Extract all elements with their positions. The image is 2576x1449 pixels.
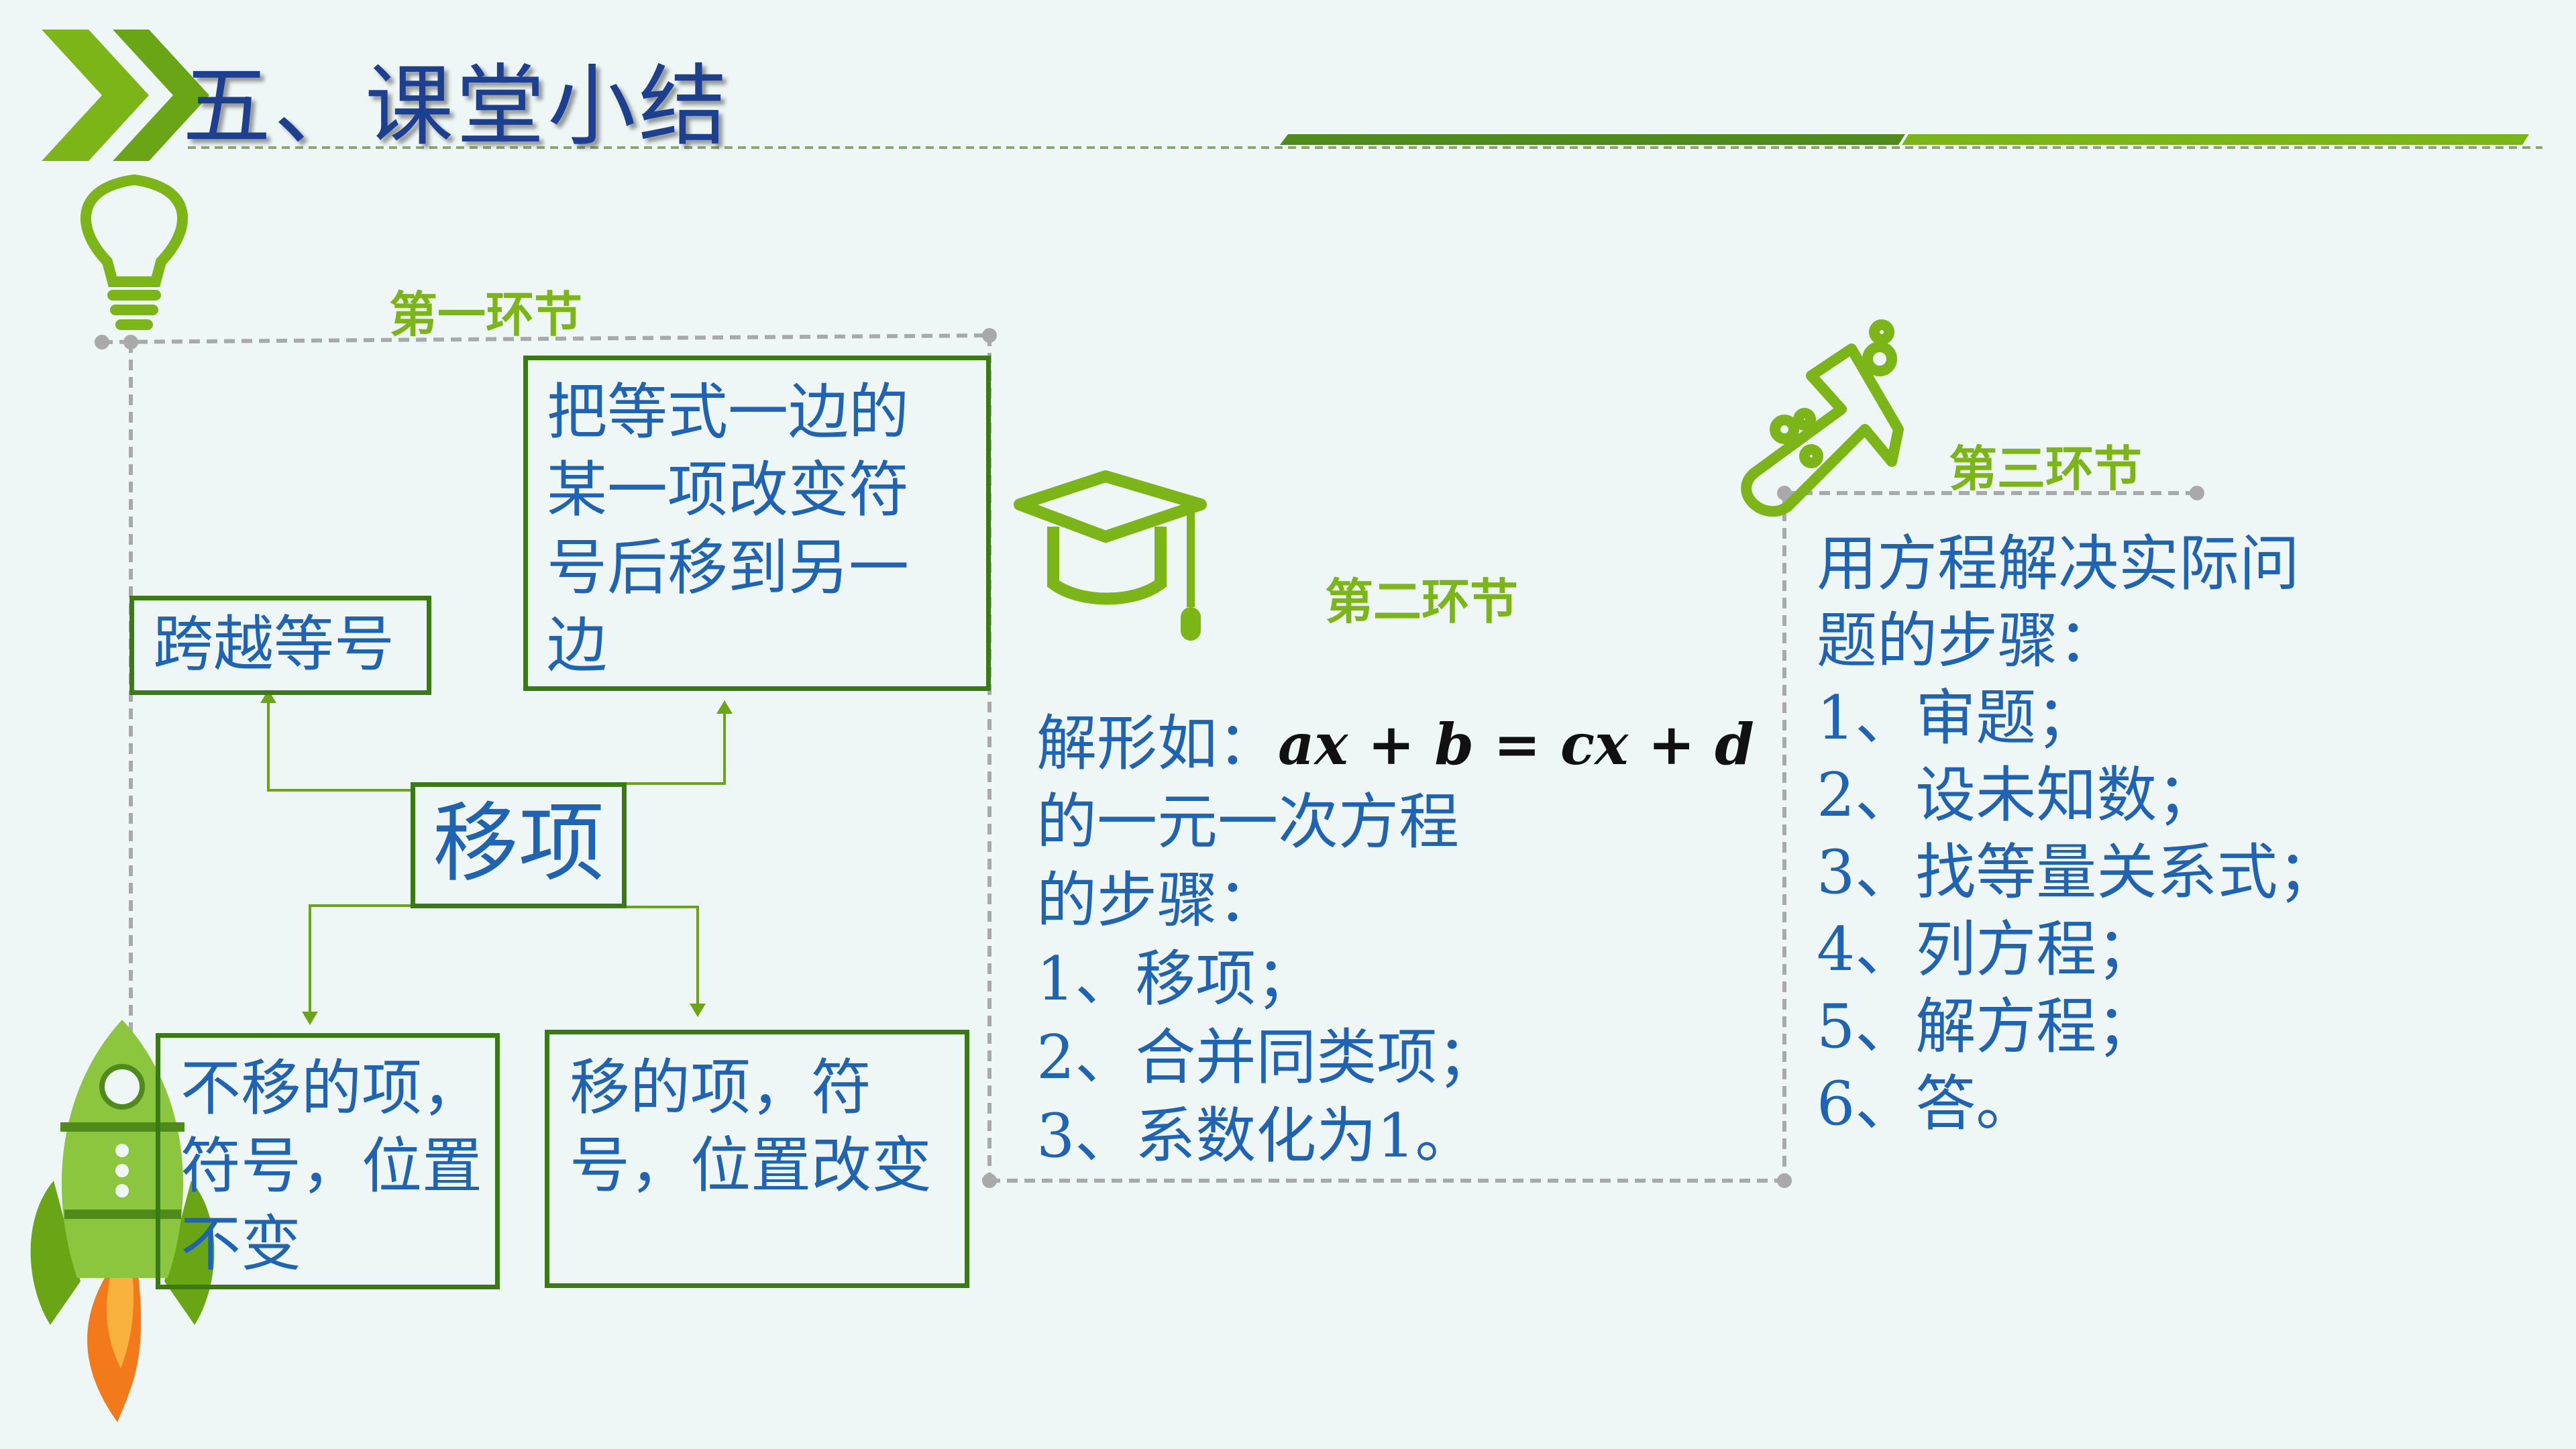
stage-two-intro: 解形如：ax + b = cx + d — [1036, 704, 1754, 784]
stage-two-line-0: 的一元一次方程 — [1036, 787, 1459, 857]
stage-two-label: 第二环节 — [1325, 574, 1519, 630]
transposition-text: 移项 — [432, 794, 604, 894]
flask-icon — [1741, 319, 1904, 517]
moved-term-box: 移的项，符号，位置改变 — [545, 1030, 969, 1288]
double-chevron-icon — [42, 30, 209, 161]
stage-two-line-1: 的步骤： — [1036, 865, 1278, 936]
transposition-box: 移项 — [411, 782, 627, 908]
moved-term-text: 移的项，符号，位置改变 — [570, 1053, 932, 1201]
unmoved-term-box: 不移的项，符号，位置不变 — [156, 1033, 500, 1289]
cross-equal-sign-text: 跨越等号 — [153, 609, 394, 680]
stage-three-line-7: 6、答。 — [1817, 1069, 2037, 1139]
definition-text: 把等式一边的某一项改变符号后移到另一边 — [547, 377, 909, 681]
stage-one-label: 第一环节 — [389, 286, 583, 343]
concept-connectors — [267, 695, 726, 1020]
stage-three-line-2: 1、审题； — [1817, 683, 2097, 753]
cross-equal-sign-box: 跨越等号 — [129, 596, 431, 695]
graduation-cap-icon — [1014, 470, 1207, 641]
unmoved-term-text: 不移的项，符号，位置不变 — [180, 1053, 482, 1279]
page-title: 五、课堂小结 — [182, 55, 730, 158]
definition-box: 把等式一边的某一项改变符号后移到另一边 — [523, 356, 991, 691]
stage-two-intro-text: 解形如： — [1036, 708, 1278, 779]
stage-three-line-5: 4、列方程； — [1817, 914, 2157, 985]
stage-three-line-3: 2、设未知数； — [1817, 760, 2218, 830]
header-bar-light — [1902, 134, 2529, 145]
stage-two-line-2: 1、移项； — [1036, 944, 1317, 1014]
stage-two-line-3: 2、合并同类项； — [1036, 1022, 1498, 1093]
stage-three-label: 第三环节 — [1949, 441, 2143, 497]
stage-three-line-1: 题的步骤： — [1817, 606, 2118, 676]
stage-three-line-4: 3、找等量关系式； — [1817, 837, 2339, 908]
stage-three-line-6: 5、解方程； — [1817, 991, 2157, 1062]
header-bar-dark — [1280, 134, 1905, 145]
stage-two-line-4: 3、系数化为1。 — [1036, 1101, 1476, 1171]
linear-equation-formula: ax + b = cx + d — [1278, 711, 1754, 777]
lightbulb-icon — [80, 174, 188, 330]
stage-three-line-0: 用方程解决实际问 — [1817, 529, 2300, 599]
